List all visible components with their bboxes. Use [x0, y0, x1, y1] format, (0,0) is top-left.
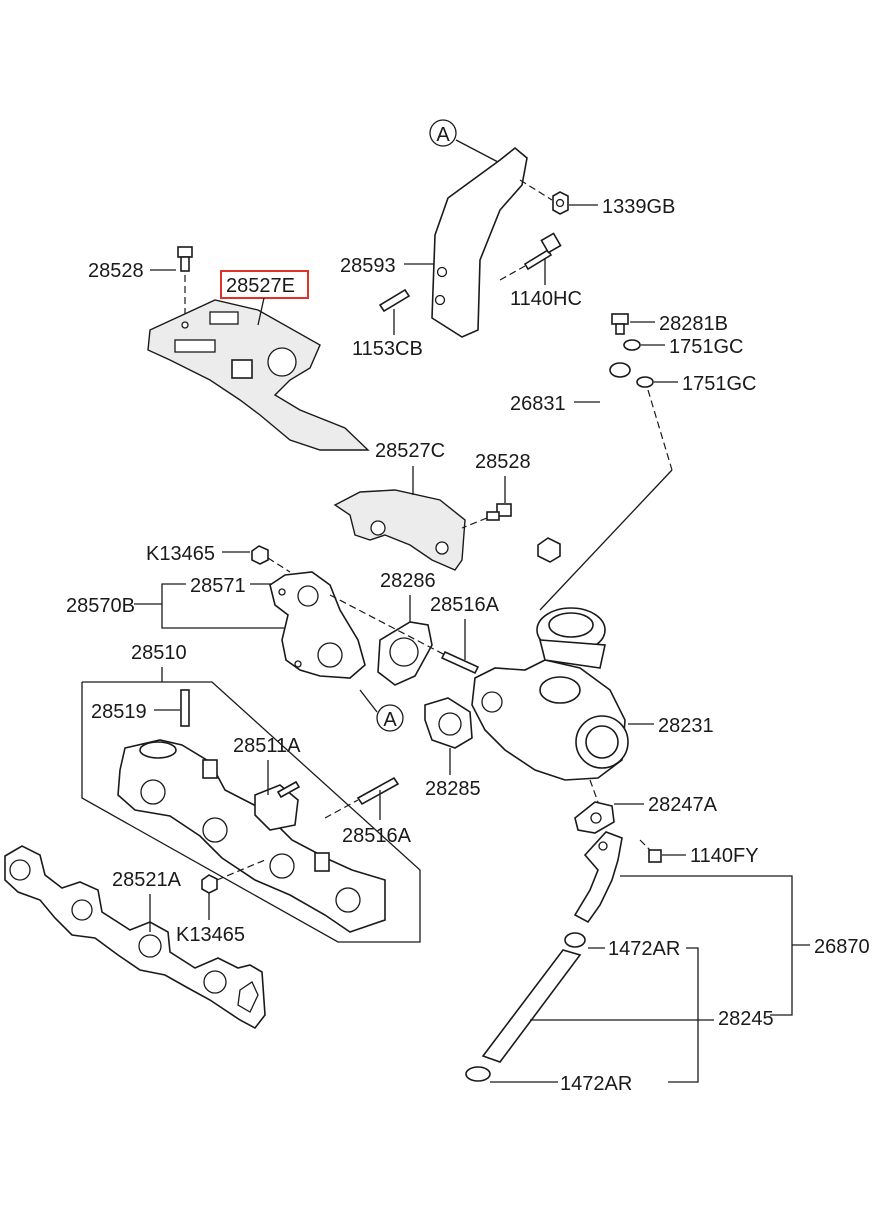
nut-k13465-bottom[interactable]	[201, 874, 218, 894]
svg-text:A: A	[383, 709, 397, 731]
label-1140hc: 1140HC	[510, 288, 582, 310]
clamp-1472ar-bottom[interactable]	[465, 1066, 491, 1082]
label-28571: 28571	[190, 575, 246, 597]
heat-shield-28527c[interactable]	[333, 489, 466, 571]
label-1751gc-1: 1751GC	[669, 336, 744, 358]
label-28519: 28519	[91, 701, 147, 723]
label-k13465-top: K13465	[146, 543, 215, 565]
label-28231: 28231	[658, 715, 714, 737]
label-28528-top: 28528	[88, 260, 144, 282]
stud-28516a-bottom[interactable]	[356, 776, 400, 806]
gasket-28285[interactable]	[424, 697, 473, 749]
label-1472ar-bottom: 1472AR	[560, 1073, 632, 1095]
label-28281b: 28281B	[659, 313, 728, 335]
label-28527e: 28527E	[226, 275, 295, 297]
bolt-28528-top[interactable]	[177, 246, 193, 320]
gasket-28247a[interactable]	[574, 801, 615, 834]
label-28516a-bottom: 28516A	[342, 825, 412, 847]
bolt-1140hc[interactable]	[523, 232, 562, 271]
callout-a-bottom: A	[359, 689, 404, 732]
label-26870: 26870	[814, 936, 870, 958]
return-pipe-26870[interactable]	[573, 831, 623, 924]
oil-pipe-26831[interactable]	[537, 362, 631, 563]
label-28516a-top: 28516A	[430, 594, 500, 616]
nut-1339gb[interactable]	[552, 191, 569, 215]
stud-1153cb[interactable]	[378, 288, 411, 313]
manifold-group-boundary	[81, 681, 421, 943]
bracket-28593[interactable]	[431, 146, 528, 338]
nut-k13465-top[interactable]	[251, 545, 269, 565]
stud-28511a[interactable]	[276, 780, 301, 799]
label-28593: 28593	[340, 255, 396, 277]
label-26831: 26831	[510, 393, 566, 415]
label-1140fy: 1140FY	[690, 845, 759, 867]
label-28247a: 28247A	[648, 794, 718, 816]
heat-shield-28527e[interactable]	[147, 299, 370, 451]
elbow-28571[interactable]	[269, 571, 366, 679]
clamp-1472ar-top[interactable]	[564, 932, 586, 948]
hose-28245[interactable]	[481, 949, 582, 1063]
label-28528-mid: 28528	[475, 451, 531, 473]
label-28527c: 28527C	[375, 440, 445, 462]
stud-28519[interactable]	[180, 689, 190, 727]
label-1339gb: 1339GB	[602, 196, 675, 218]
stud-28516a-top[interactable]	[440, 650, 480, 675]
label-1751gc-2: 1751GC	[682, 373, 757, 395]
bolt-28528-mid[interactable]	[486, 503, 512, 521]
label-1472ar-top: 1472AR	[608, 938, 680, 960]
label-28245: 28245	[718, 1008, 774, 1030]
svg-text:A: A	[436, 124, 450, 146]
label-28510: 28510	[131, 642, 187, 664]
gasket-28286[interactable]	[377, 621, 433, 686]
label-28286: 28286	[380, 570, 436, 592]
highlight-box-28527e	[220, 270, 309, 299]
label-28285: 28285	[425, 778, 481, 800]
label-k13465-bottom: K13465	[176, 924, 245, 946]
exhaust-manifold-28510[interactable]	[117, 739, 386, 933]
manifold-gasket-28521a[interactable]	[4, 845, 266, 1030]
washer-1751gc-1[interactable]	[623, 339, 641, 351]
label-1153cb: 1153CB	[352, 338, 423, 360]
washer-1751gc-2[interactable]	[636, 376, 654, 388]
label-28570b: 28570B	[66, 595, 135, 617]
bolt-28281b[interactable]	[611, 313, 629, 335]
callout-a-top: A	[429, 119, 499, 163]
label-28511a: 28511A	[233, 735, 301, 757]
bolt-1140fy[interactable]	[639, 839, 662, 863]
turbocharger-28231[interactable]	[471, 607, 629, 781]
label-28521a: 28521A	[112, 869, 182, 891]
